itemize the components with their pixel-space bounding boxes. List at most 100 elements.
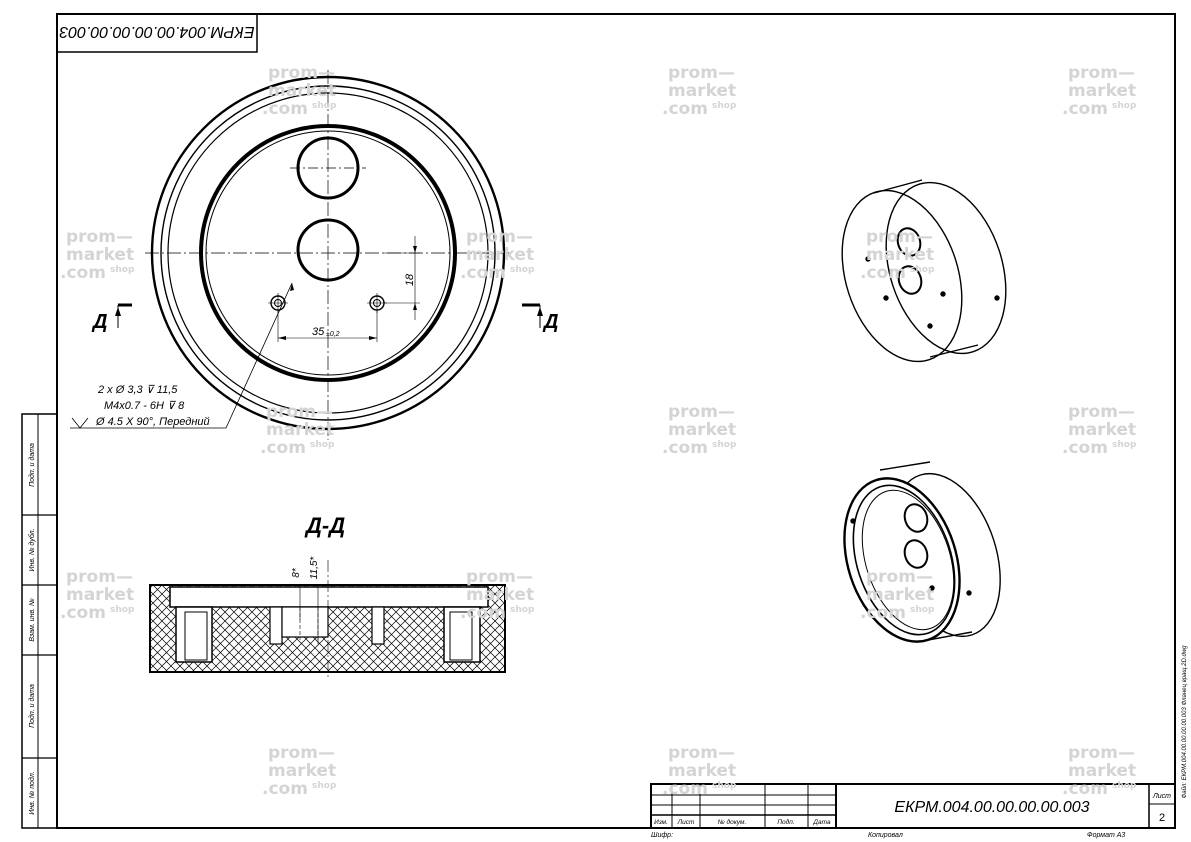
watermark-text: .com [60, 263, 106, 283]
copy-label: Шифр: [651, 832, 673, 839]
watermark-text: market [66, 245, 134, 265]
sheet-label: Лист [1152, 793, 1171, 800]
stamp-cell-2: Инв. № дубл. [28, 528, 36, 571]
callout-line-1: 2 x Ø 3,3 ⊽ 11,5 [97, 384, 178, 396]
watermark-shop: shop [110, 605, 135, 615]
dim-spacing-tol: ±0,2 [326, 331, 340, 338]
callout-line-2: M4x0.7 - 6H ⊽ 8 [104, 400, 185, 412]
watermark-text: prom— [1068, 743, 1135, 763]
tb-header-date: Дата [812, 819, 831, 826]
sheet-number: 2 [1159, 812, 1165, 824]
stamp-cell-3: Взам. инв. № [29, 598, 36, 642]
watermark-text: prom— [266, 402, 333, 422]
watermark-text: .com [260, 438, 306, 458]
watermark: prom—market.com shop [1062, 402, 1137, 458]
watermark-text: prom— [66, 227, 133, 247]
watermark-text: prom— [268, 743, 335, 763]
checked-label: Копировал [868, 832, 903, 839]
watermark-text: market [266, 420, 334, 440]
callout-line-3: Ø 4.5 X 90°, Передний [95, 416, 210, 428]
stamp-cell-1: Подп. и дата [28, 443, 36, 487]
tb-header-list: Лист [677, 819, 695, 826]
title-block [650, 783, 1176, 829]
watermark-text: .com [860, 263, 906, 283]
dim-spacing: 35 [312, 326, 325, 338]
watermark-text: .com [262, 779, 308, 799]
watermark-text: prom— [1068, 63, 1135, 83]
doc-number-top: ЕКРМ.004.00.00.00.00.003 [59, 23, 254, 40]
tb-header-izm: Изм. [654, 819, 668, 826]
watermark-text: prom— [1068, 402, 1135, 422]
iso-view-bottom [843, 461, 1001, 643]
watermark-text: market [268, 761, 336, 781]
iso-view-top [841, 179, 1007, 363]
watermark-text: prom— [66, 567, 133, 587]
watermark-shop: shop [712, 101, 737, 111]
watermark-shop: shop [1112, 440, 1137, 450]
watermark-text: market [466, 585, 534, 605]
watermark-text: prom— [466, 227, 533, 247]
dim-offset: 18 [404, 273, 416, 286]
watermark: prom—market.com shop [860, 567, 935, 623]
stamp-cell-5: Инв. № подл. [28, 771, 36, 814]
watermark-shop: shop [510, 605, 535, 615]
section-view [149, 560, 506, 680]
watermark-text: .com [460, 263, 506, 283]
watermark-text: market [866, 245, 934, 265]
section-marker-right-label: Д [542, 311, 558, 333]
section-marker-right [522, 303, 543, 328]
watermark-shop: shop [312, 101, 337, 111]
watermark-text: .com [1062, 438, 1108, 458]
title-doc-number: ЕКРМ.004.00.00.00.00.003 [894, 799, 1089, 816]
stamp-cell-4: Подп. и дата [28, 684, 36, 728]
watermark-text: market [866, 585, 934, 605]
watermark-text: market [466, 245, 534, 265]
watermark: prom—market.com shop [260, 402, 335, 458]
section-title: Д-Д [304, 513, 345, 538]
top-view [70, 70, 512, 440]
drawing-frame [56, 13, 1176, 829]
watermark-text: prom— [268, 63, 335, 83]
file-info: Файл: ЕКРМ.004.00.00.00.00.003 Фланец вр… [1181, 645, 1188, 799]
tb-header-doc: № докум. [718, 818, 747, 826]
watermark-text: market [1068, 420, 1136, 440]
watermark-text: prom— [668, 63, 735, 83]
tb-header-sign: Подп. [777, 818, 794, 826]
dim-depth-1: 8* [291, 567, 302, 578]
watermark-text: .com [1062, 779, 1108, 799]
watermark-shop: shop [910, 605, 935, 615]
watermark-text: market [1068, 81, 1136, 101]
watermark-text: prom— [866, 227, 933, 247]
watermark-text: .com [662, 779, 708, 799]
watermark-shop: shop [1112, 101, 1137, 111]
watermark-text: prom— [866, 567, 933, 587]
watermark-text: market [668, 761, 736, 781]
watermark-shop: shop [310, 440, 335, 450]
watermark-text: prom— [668, 402, 735, 422]
dim-depth-2: 11,5* [309, 556, 320, 580]
watermark-text: .com [662, 438, 708, 458]
watermark-text: market [268, 81, 336, 101]
section-marker-left [115, 303, 132, 328]
watermark-text: prom— [668, 743, 735, 763]
watermark: prom—market.com shop [1062, 63, 1137, 119]
watermark-text: .com [662, 99, 708, 119]
watermark-text: .com [460, 603, 506, 623]
watermark-shop: shop [110, 265, 135, 275]
watermark-shop: shop [510, 265, 535, 275]
watermark-shop: shop [1112, 781, 1137, 791]
doc-number-box-top: ЕКРМ.004.00.00.00.00.003 [56, 13, 258, 53]
watermark-text: .com [860, 603, 906, 623]
watermark-text: .com [1062, 99, 1108, 119]
